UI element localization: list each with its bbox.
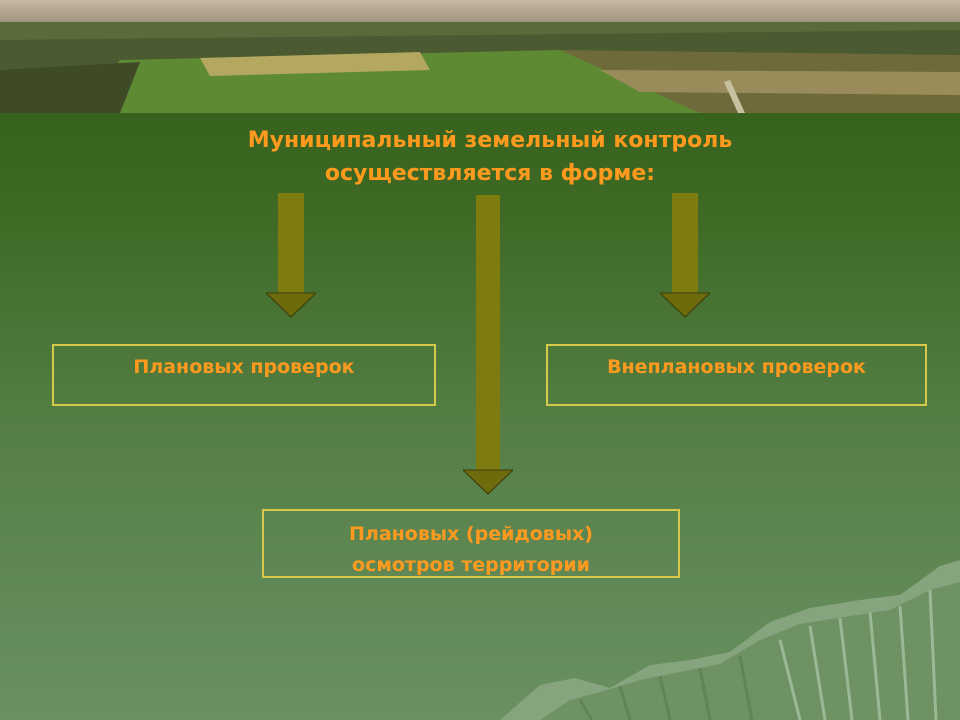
mountains-decoration [500, 560, 960, 720]
arrow-center-icon [463, 195, 513, 495]
landscape-photo [0, 0, 960, 113]
scheduled-inspections-label: Плановых проверок [133, 356, 355, 378]
title-line-1: Муниципальный земельный контроль [247, 128, 733, 153]
unscheduled-inspections-box: Внеплановых проверок [546, 344, 927, 406]
arrow-left-icon [266, 193, 316, 318]
title-line-2: осуществляется в форме: [324, 161, 656, 186]
raid-inspections-line-2: осмотров территории [352, 554, 590, 576]
scheduled-inspections-box: Плановых проверок [52, 344, 436, 406]
arrow-right-icon [660, 193, 710, 318]
raid-inspections-box: Плановых (рейдовых) осмотров территории [262, 509, 680, 578]
raid-inspections-line-1: Плановых (рейдовых) [349, 523, 593, 545]
page-title: Муниципальный земельный контроль осущест… [140, 124, 840, 190]
unscheduled-inspections-label: Внеплановых проверок [607, 356, 866, 378]
